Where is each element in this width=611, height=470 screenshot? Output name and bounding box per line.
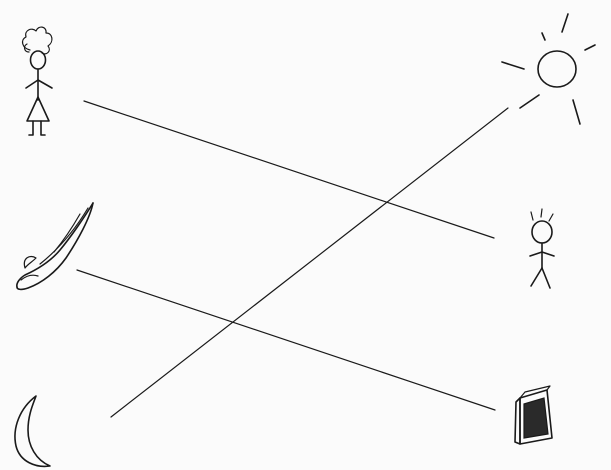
line-moon-to-sun <box>111 108 508 417</box>
boy-icon <box>530 209 554 288</box>
sun-icon <box>502 14 595 124</box>
feather-icon <box>17 203 93 289</box>
line-girl-to-boy <box>84 101 494 238</box>
connection-lines <box>77 101 508 417</box>
moon-icon <box>15 396 50 466</box>
line-feather-to-book <box>77 270 495 410</box>
book-icon <box>515 386 552 444</box>
girl-icon <box>23 27 52 135</box>
